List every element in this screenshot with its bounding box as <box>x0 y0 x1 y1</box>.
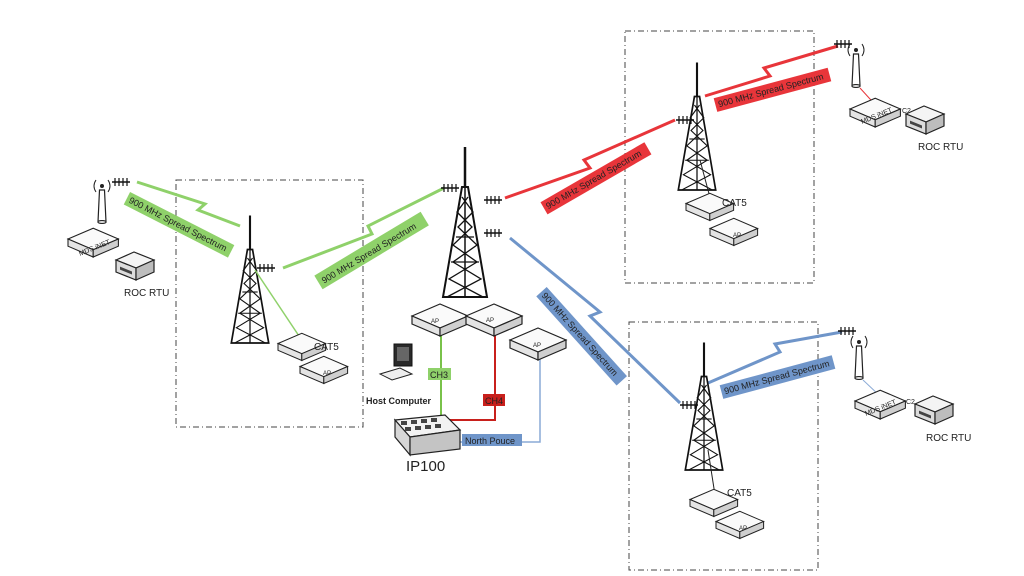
left-site-frame <box>175 179 364 428</box>
link-topright-remote <box>704 44 839 98</box>
svg-text:CH3: CH3 <box>430 370 448 380</box>
svg-text:ROC RTU: ROC RTU <box>918 142 963 153</box>
tower-icon <box>441 145 489 299</box>
svg-text:C2: C2 <box>902 108 911 115</box>
svg-text:C2: C2 <box>906 399 915 406</box>
antenna-icon <box>256 263 276 273</box>
svg-text:Host Computer: Host Computer <box>366 396 431 406</box>
computer-icon <box>378 343 414 381</box>
svg-text:CAT5: CAT5 <box>314 342 339 353</box>
access-point-icon <box>299 355 349 385</box>
antenna-icon <box>440 183 460 193</box>
central-site: AP AP AP Host Computer CH3 CH4 North Pou… <box>366 303 567 475</box>
tower-icon <box>677 61 717 192</box>
svg-text:AP: AP <box>323 371 331 377</box>
antenna-icon <box>833 39 853 49</box>
access-point-icon <box>709 217 759 247</box>
svg-text:AP: AP <box>733 233 741 239</box>
antenna-icon <box>679 400 699 410</box>
label-left-remote: 900 MHz Spread Spectrum <box>123 191 235 258</box>
svg-text:AP: AP <box>739 526 747 532</box>
switch-icon <box>393 414 462 457</box>
antenna-icon <box>111 177 131 187</box>
link-bottomright-remote <box>707 330 843 385</box>
svg-text:CH4: CH4 <box>485 396 503 406</box>
link-central-bottomright <box>509 236 682 405</box>
access-point-icon <box>715 510 765 540</box>
bottom-right-site: CAT5 AP MDS iNET C2 ROC RTU <box>689 389 971 540</box>
antenna-icon <box>93 179 111 225</box>
antenna-icon <box>847 43 865 89</box>
svg-text:CAT5: CAT5 <box>727 488 752 499</box>
tower-icon <box>230 214 270 345</box>
svg-text:ROC RTU: ROC RTU <box>124 288 169 299</box>
left-site: MDS iNET ROC RTU CAT5 AP <box>67 227 349 385</box>
antenna-icon <box>837 326 857 336</box>
top-right-site: CAT5 AP MDS iNET C2 ROC RTU <box>685 97 963 247</box>
link-central-topright <box>504 118 676 200</box>
rtu-icon <box>914 395 954 425</box>
svg-text:AP: AP <box>431 319 439 325</box>
svg-text:CAT5: CAT5 <box>722 198 747 209</box>
svg-text:900 MHz Spread Spectrum: 900 MHz Spread Spectrum <box>723 358 830 396</box>
antenna-icon <box>850 335 868 381</box>
label-bottomright-remote: 900 MHz Spread Spectrum <box>719 355 836 399</box>
antenna-icon <box>675 115 695 125</box>
rtu-icon <box>905 105 945 135</box>
svg-text:North Pouce: North Pouce <box>465 436 515 446</box>
svg-text:IP100: IP100 <box>406 458 445 475</box>
svg-text:ROC RTU: ROC RTU <box>926 433 971 444</box>
svg-text:AP: AP <box>533 343 541 349</box>
link-left-remote <box>136 180 241 228</box>
bottom-right-site-frame <box>628 321 819 571</box>
link-left-central <box>282 186 445 270</box>
access-point-icon <box>411 303 469 337</box>
antenna-icon <box>483 195 503 205</box>
top-right-site-frame <box>624 30 815 284</box>
rtu-icon <box>115 251 155 281</box>
svg-text:900 MHz Spread Spectrum: 900 MHz Spread Spectrum <box>127 195 228 253</box>
svg-text:AP: AP <box>486 318 494 324</box>
antenna-icon <box>483 228 503 238</box>
